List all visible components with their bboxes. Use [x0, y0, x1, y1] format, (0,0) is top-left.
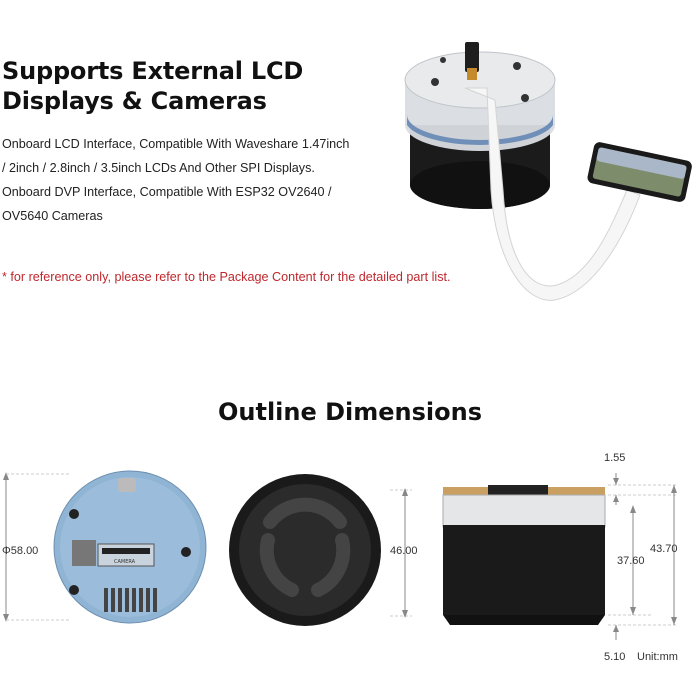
- side-view-drawing: [442, 473, 678, 640]
- height-label: 46.00: [390, 545, 418, 557]
- hero-description-line: Onboard LCD Interface, Compatible With W…: [2, 137, 350, 151]
- diameter-label: Φ58.00: [2, 545, 39, 557]
- hero-description: Onboard LCD Interface, Compatible With W…: [2, 132, 362, 228]
- unit-label: Unit:mm: [637, 651, 678, 663]
- product-hero-image: [404, 42, 692, 301]
- hero-title: Supports External LCD Displays & Cameras: [2, 56, 332, 116]
- top-view-drawing: CAMERA: [3, 470, 207, 624]
- body-height-label: 37.60: [617, 555, 645, 567]
- top-gap-label: 1.55: [604, 452, 626, 464]
- section-title: Outline Dimensions: [217, 398, 483, 426]
- reference-note: * for reference only, please refer to th…: [2, 270, 451, 284]
- total-height-label: 43.70: [650, 543, 678, 555]
- bottom-gap-label: 5.10: [604, 651, 626, 663]
- chip-label: CAMERA: [114, 559, 136, 565]
- hero-description-line: Onboard DVP Interface, Compatible With E…: [2, 185, 332, 199]
- hero-title-line2: Displays & Cameras: [2, 87, 267, 115]
- bottom-view-drawing: [229, 474, 412, 626]
- hero-description-line: / 2inch / 2.8inch / 3.5inch LCDs And Oth…: [2, 161, 315, 175]
- hero-description-line: OV5640 Cameras: [2, 209, 103, 223]
- hero-title-line1: Supports External LCD: [2, 57, 304, 85]
